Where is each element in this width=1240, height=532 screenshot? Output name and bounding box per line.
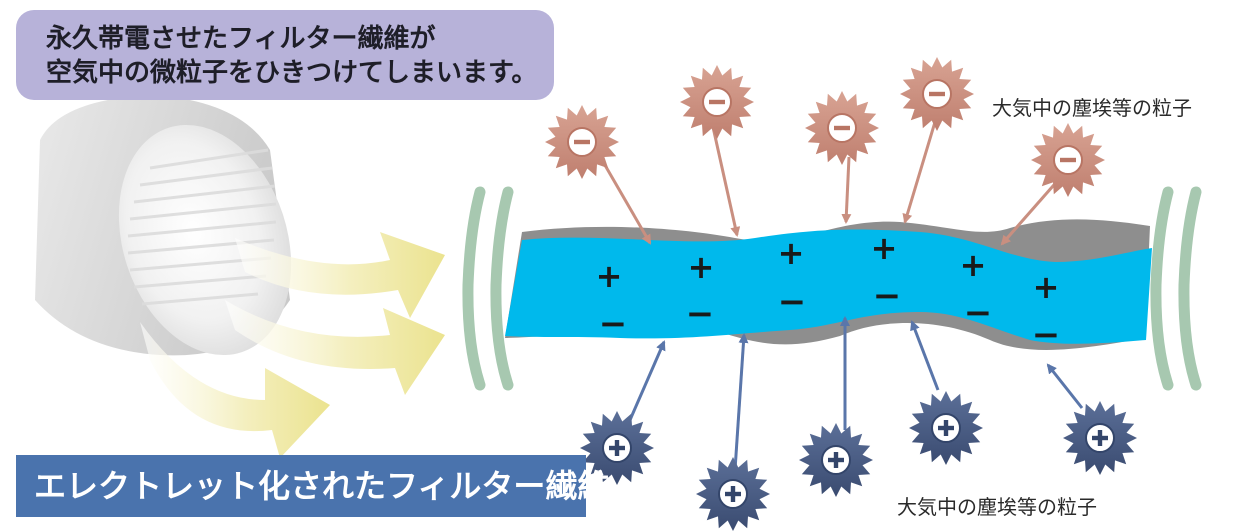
filter-cylinder	[35, 95, 292, 356]
explanation-callout: 永久帯電させたフィルター繊維が 空気中の微粒子をひきつけてしまいます。	[16, 10, 554, 100]
arrow-negative	[1000, 177, 1062, 246]
positive-particle-icon	[1063, 401, 1137, 475]
positive-particle-icon	[580, 411, 654, 485]
negative-particle-icon	[680, 65, 754, 139]
negative-particle-icon	[1031, 123, 1105, 197]
charge-plus: +	[778, 234, 805, 272]
arrow-positive	[910, 320, 940, 391]
positive-particle-icon	[696, 457, 770, 531]
particles-label-bottom: 大気中の塵埃等の粒子	[897, 495, 1097, 519]
airflow-arrow-1	[235, 232, 445, 318]
charge-minus: −	[873, 276, 902, 316]
callout-line-2: 空気中の微粒子をひきつけてしまいます。	[46, 58, 538, 88]
charge-minus: −	[1032, 315, 1061, 355]
negative-particle-icon	[545, 105, 619, 179]
arrow-positive	[628, 340, 666, 421]
arrow-positive	[733, 333, 749, 471]
negative-particle-icon	[805, 91, 879, 165]
arrow-negative	[902, 121, 937, 224]
charge-minus: −	[599, 304, 628, 344]
airflow-arrow-3	[140, 322, 330, 458]
charge-minus: −	[686, 294, 715, 334]
charge-plus: +	[960, 246, 987, 284]
airflow-arrows	[140, 232, 445, 458]
arrow-negative	[711, 126, 741, 237]
positive-particle-icon	[799, 423, 873, 497]
callout-line-1: 永久帯電させたフィルター繊維が	[46, 24, 436, 54]
arrow-positive	[1046, 363, 1084, 409]
electret-fiber-banner: エレクトレット化されたフィルター繊維	[16, 455, 609, 517]
positive-particle-icon	[909, 391, 983, 465]
fiber-charges: + − + − + − + − + − + −	[596, 229, 1061, 355]
airflow-arrow-2	[225, 300, 445, 395]
negative-particle-icon	[900, 57, 974, 131]
charge-plus: +	[688, 248, 715, 286]
fiber-break-marks	[462, 186, 1202, 391]
arrow-negative	[600, 159, 652, 245]
fiber-strand	[505, 219, 1152, 350]
positive-particles	[580, 391, 1137, 531]
charge-plus: +	[1033, 268, 1060, 306]
arrow-negative	[841, 156, 852, 224]
charge-minus: −	[778, 282, 807, 322]
particles-label-top: 大気中の塵埃等の粒子	[992, 96, 1192, 120]
attraction-arrows	[600, 121, 1084, 471]
charge-plus: +	[871, 229, 898, 267]
charge-plus: +	[596, 257, 623, 295]
fiber-body	[505, 229, 1152, 344]
negative-particles	[545, 57, 1105, 197]
charge-minus: −	[964, 293, 993, 333]
